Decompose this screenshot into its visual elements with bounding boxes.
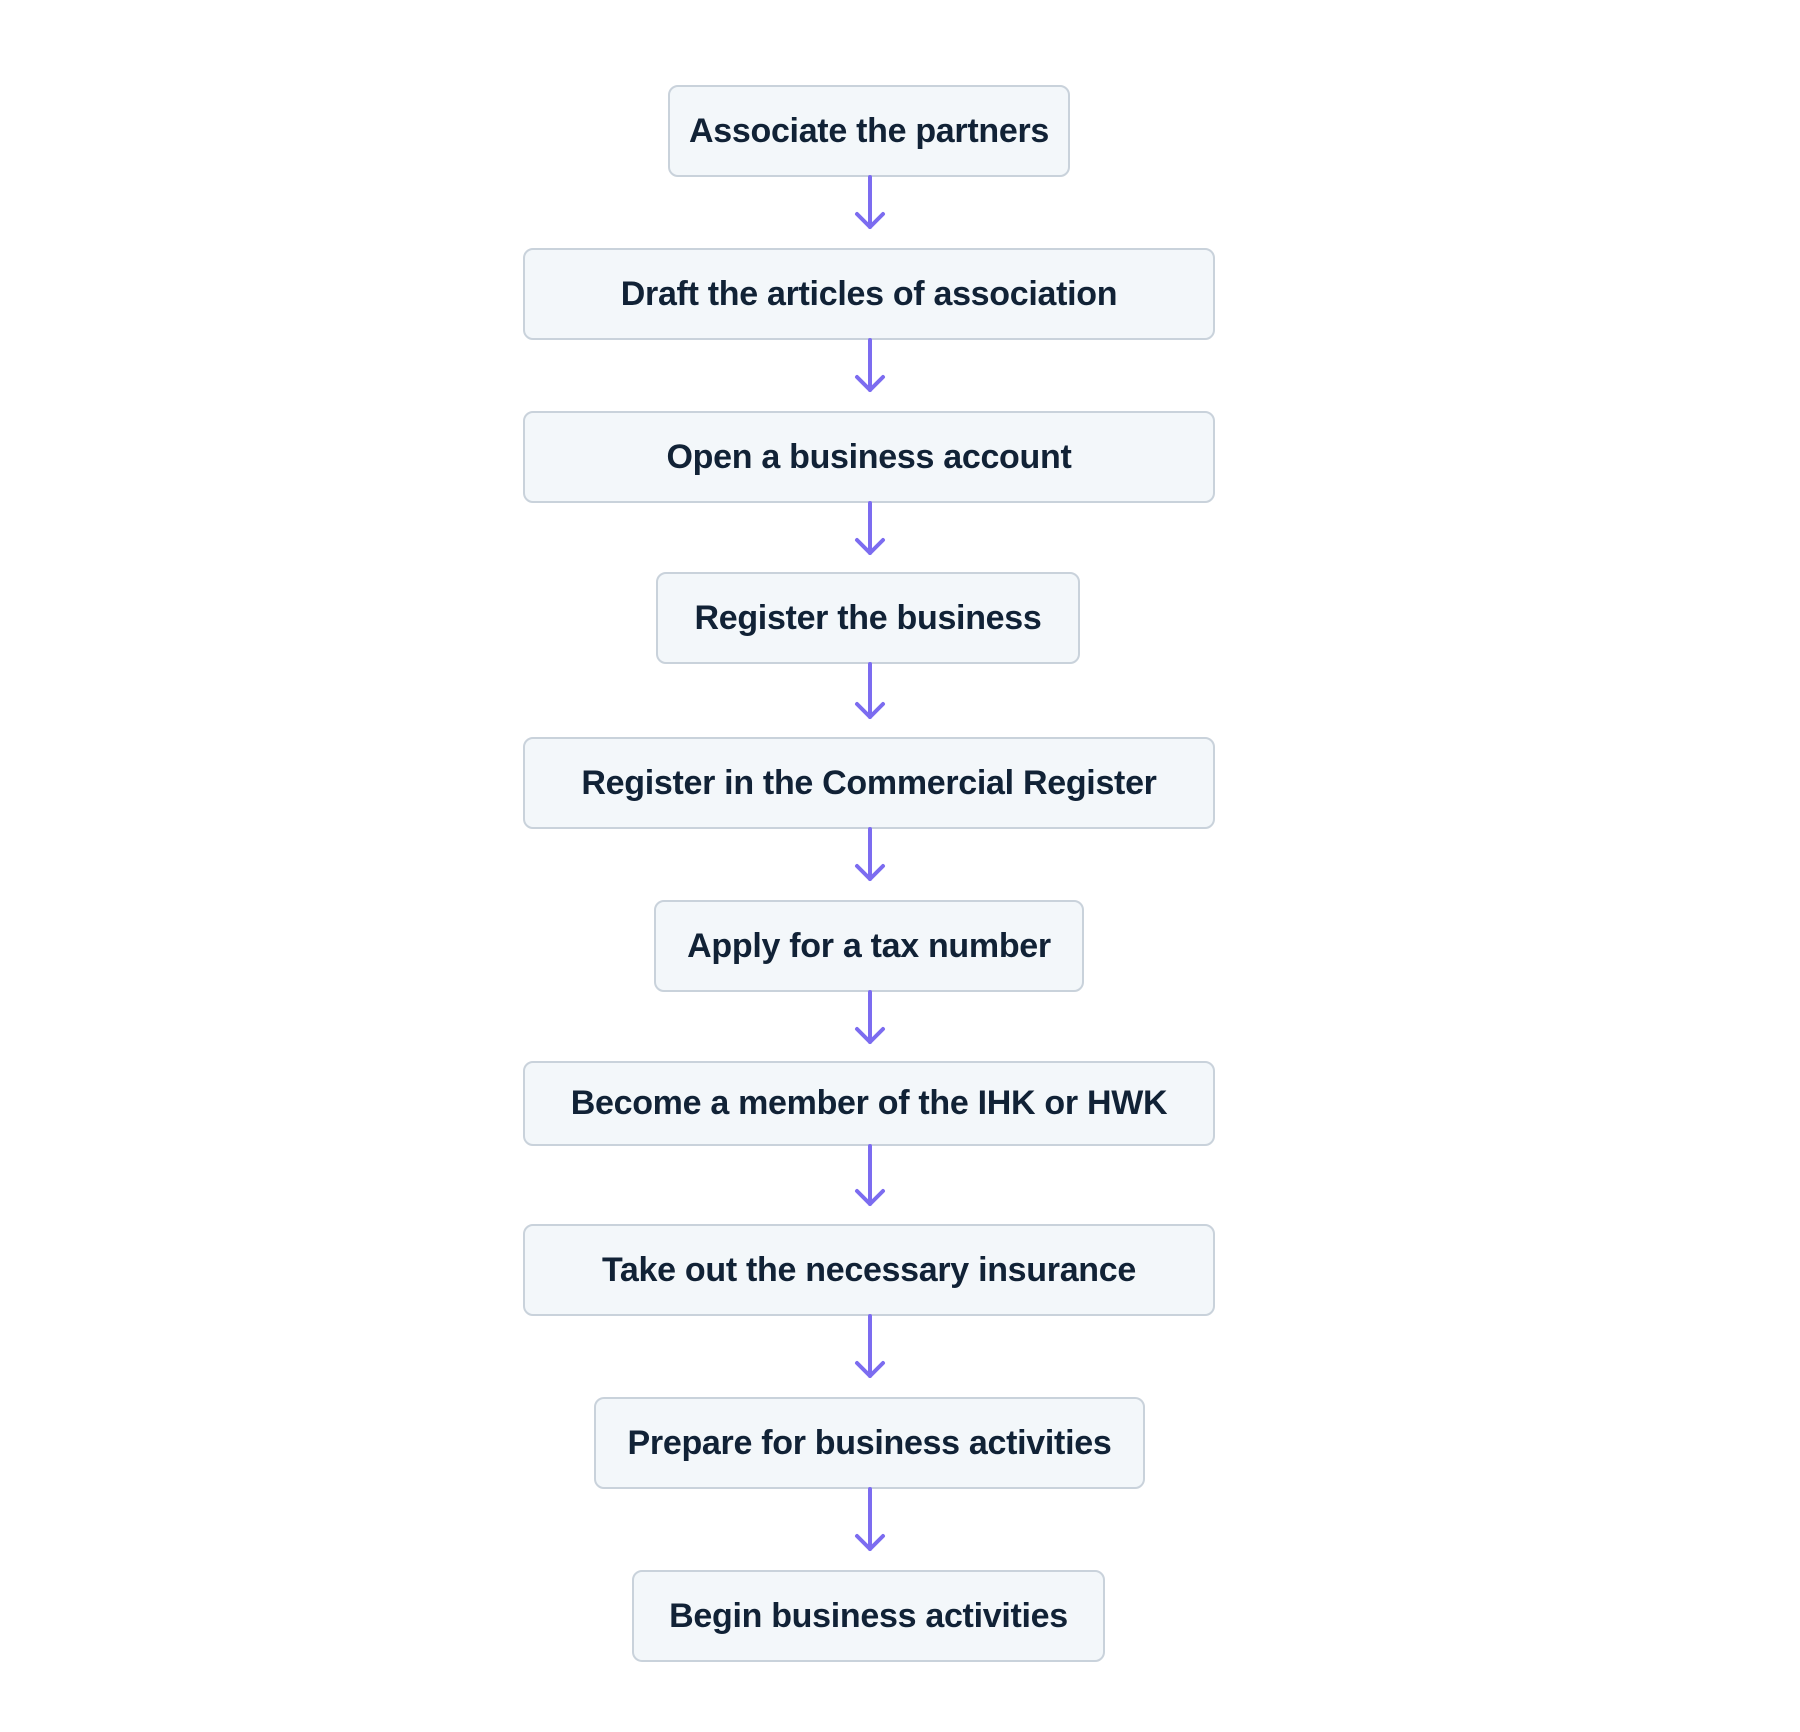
- arrow-down-icon: [855, 501, 885, 555]
- step-begin-activities: Begin business activities: [632, 1570, 1105, 1662]
- step-associate-partners: Associate the partners: [668, 85, 1070, 177]
- arrow-down-icon: [855, 1144, 885, 1206]
- step-label: Prepare for business activities: [627, 1423, 1112, 1462]
- step-commercial-register: Register in the Commercial Register: [523, 737, 1215, 829]
- step-label: Begin business activities: [669, 1596, 1068, 1635]
- step-open-business-account: Open a business account: [523, 411, 1215, 503]
- step-label: Become a member of the IHK or HWK: [570, 1084, 1168, 1122]
- arrow-down-icon: [855, 338, 885, 392]
- step-label: Apply for a tax number: [687, 926, 1051, 965]
- step-prepare-activities: Prepare for business activities: [594, 1397, 1145, 1489]
- step-label: Associate the partners: [689, 111, 1049, 150]
- step-label: Open a business account: [666, 437, 1072, 476]
- step-label: Register in the Commercial Register: [581, 763, 1157, 802]
- arrow-down-icon: [855, 1487, 885, 1551]
- arrow-down-icon: [855, 175, 885, 229]
- step-necessary-insurance: Take out the necessary insurance: [523, 1224, 1215, 1316]
- step-apply-tax-number: Apply for a tax number: [654, 900, 1084, 992]
- step-register-business: Register the business: [656, 572, 1080, 664]
- arrow-down-icon: [855, 990, 885, 1044]
- arrow-down-icon: [855, 827, 885, 881]
- arrow-down-icon: [855, 1314, 885, 1378]
- step-label: Register the business: [694, 598, 1042, 637]
- step-draft-articles: Draft the articles of association: [523, 248, 1215, 340]
- arrow-down-icon: [855, 662, 885, 719]
- step-label: Draft the articles of association: [620, 274, 1118, 313]
- step-label: Take out the necessary insurance: [601, 1250, 1136, 1289]
- step-ihk-hwk-membership: Become a member of the IHK or HWK: [523, 1061, 1215, 1146]
